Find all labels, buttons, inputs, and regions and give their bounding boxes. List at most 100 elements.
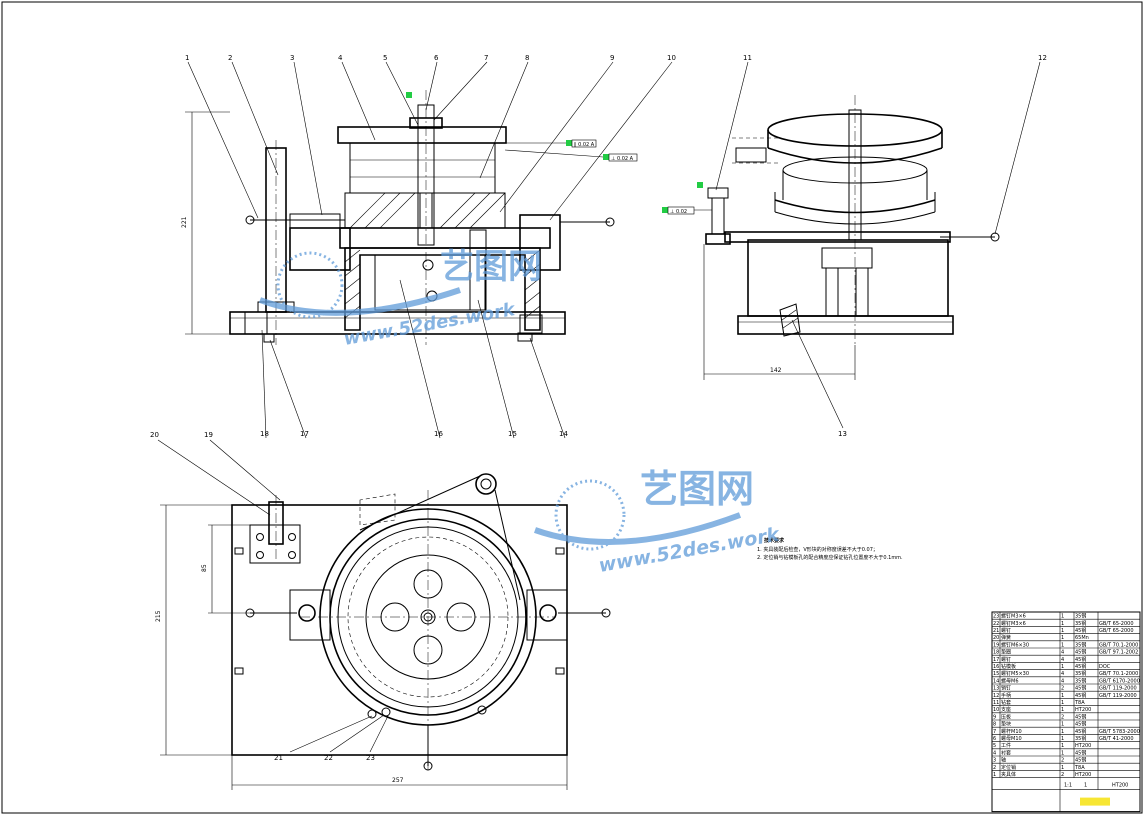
tol-frame-side: ⊥ 0.02 <box>670 209 687 215</box>
bom-cell: 15 <box>993 671 999 677</box>
plan-view: 215 85 257 <box>155 473 611 790</box>
bom-cell: GB/T 6170-2000 <box>1099 678 1140 684</box>
svg-text:5: 5 <box>383 54 387 62</box>
bom-cell: 钻套 <box>1001 699 1011 706</box>
bom-cell: T8A <box>1074 765 1085 771</box>
bom-cell: GB/T 5783-2000 <box>1099 729 1140 735</box>
bom-cell: 1 <box>1061 707 1064 713</box>
bom-cell: GB/T 41-2000 <box>1099 736 1134 742</box>
bom-cell: 45钢 <box>1075 749 1086 756</box>
bom-cell: T8A <box>1074 700 1085 706</box>
svg-text:2: 2 <box>228 54 232 62</box>
front-view-balloons <box>187 61 673 439</box>
bom-cell: 4 <box>1061 671 1064 677</box>
tol-frame-2: ⊥ 0.02 A <box>611 156 634 162</box>
svg-text:6: 6 <box>434 54 439 62</box>
bom-cell: 垫圈 <box>1001 649 1011 656</box>
svg-text:7: 7 <box>484 54 488 62</box>
bom-cell: 65Mn <box>1075 635 1089 641</box>
bom-cell: 1 <box>1061 635 1064 641</box>
bom-cell: 4 <box>1061 650 1064 656</box>
dim-plan-width: 257 <box>392 777 404 784</box>
bom-cell: 16 <box>993 664 999 670</box>
bom-cell: 10 <box>993 707 999 713</box>
bom-cell: 35钢 <box>1075 641 1086 648</box>
bom-cell: 21 <box>993 628 999 634</box>
bom-cell: 螺钉 <box>1001 627 1011 634</box>
bom-cell: GB/T 97.1-2002 <box>1099 650 1138 656</box>
notes-line-1: 1. 夹具装配后检查，V形块的对称度误差不大于0.07； <box>757 546 878 553</box>
bom-cell: 18 <box>993 650 999 656</box>
svg-text:23: 23 <box>366 754 375 762</box>
notes-title: 技术要求 <box>764 537 785 544</box>
bom-cell: 35钢 <box>1075 613 1086 620</box>
bom-cell: DOC <box>1099 664 1111 670</box>
bom-cell: 1 <box>1061 700 1064 706</box>
bom-cell: 垫块 <box>1001 721 1011 728</box>
svg-text:3: 3 <box>290 54 294 62</box>
bom-cell: 2 <box>1061 772 1064 778</box>
bom-cell: 13 <box>993 686 999 692</box>
bom-cell: 螺母M6 <box>1001 677 1019 684</box>
bom-cell: 45钢 <box>1075 728 1086 735</box>
front-view: 221 ∥ 0.02 A ⊥ 0.02 A <box>181 90 638 345</box>
bom-cell: 45钢 <box>1075 721 1086 728</box>
svg-text:4: 4 <box>338 54 343 62</box>
bom-cell: 螺钉M3×6 <box>1001 620 1026 627</box>
svg-text:9: 9 <box>610 54 614 62</box>
watermark-2: 艺图网 www.52des.work <box>534 467 782 577</box>
bom-cell: 1 <box>1061 664 1064 670</box>
bom-cell: HT200 <box>1075 743 1091 749</box>
svg-text:17: 17 <box>300 430 309 438</box>
bom-cell: 45钢 <box>1075 713 1086 720</box>
bom-cell: 35钢 <box>1075 670 1086 677</box>
bom-cell: 23 <box>993 614 999 620</box>
watermark-cn-2: 艺图网 <box>640 467 754 511</box>
bom-cell: GB/T 70.1-2000 <box>1099 671 1138 677</box>
bom-cell: 弹簧 <box>1001 634 1011 641</box>
bom-cell: 4 <box>1061 657 1064 663</box>
bom-cell: 1 <box>1061 736 1064 742</box>
bom-cell: 2 <box>1061 714 1064 720</box>
bom-cell: GB/T 119-2000 <box>1099 686 1137 692</box>
bom-cell: 45钢 <box>1075 627 1086 634</box>
bom-cell: 螺钉 <box>1001 656 1011 663</box>
bom-sheet: 1 <box>1084 783 1087 789</box>
bom-cell: GB/T 65-2000 <box>1099 628 1134 634</box>
bom-cell: 2 <box>1061 758 1064 764</box>
bom-cell: 钻模板 <box>1001 663 1016 670</box>
bom-cell: 1 <box>1061 642 1064 648</box>
bom-cell: 衬套 <box>1001 749 1011 756</box>
svg-text:8: 8 <box>525 54 529 62</box>
dim-plan-inner: 85 <box>201 564 208 572</box>
bom-cell: 螺钉M3×6 <box>1001 613 1026 620</box>
bom-cell: 压板 <box>1001 713 1011 720</box>
bom-cell: 4 <box>1061 678 1064 684</box>
watermark-en-1: www.52des.work <box>342 299 517 350</box>
balloon-labels-top: 1 2 3 4 5 6 7 8 9 10 18 17 16 15 14 <box>185 54 676 438</box>
svg-text:19: 19 <box>204 431 213 439</box>
svg-text:13: 13 <box>838 430 847 438</box>
svg-text:14: 14 <box>559 430 568 438</box>
bom-cell: 工件 <box>1001 742 1011 749</box>
bom-cell: 45钢 <box>1075 692 1086 699</box>
bom-cell: 定位销 <box>1001 764 1016 771</box>
bom-cell: 1 <box>993 772 996 778</box>
bom-scale: 1:1 <box>1064 783 1072 789</box>
dim-front-height: 221 <box>181 216 188 228</box>
bom-cell: GB/T 65-2000 <box>1099 621 1134 627</box>
bom-cell: 轴 <box>1001 757 1006 764</box>
bom-cell: 螺杆M10 <box>1001 728 1022 735</box>
svg-text:22: 22 <box>324 754 333 762</box>
bom-cell: 45钢 <box>1075 757 1086 764</box>
svg-text:1: 1 <box>185 54 189 62</box>
bom-cell: 45钢 <box>1075 685 1086 692</box>
plan-view-balloons <box>157 439 389 753</box>
bom-cell: 4 <box>993 750 996 756</box>
bom-cell: 1 <box>1061 621 1064 627</box>
side-view-balloons <box>715 61 1041 429</box>
bom-cell: 20 <box>993 635 999 641</box>
